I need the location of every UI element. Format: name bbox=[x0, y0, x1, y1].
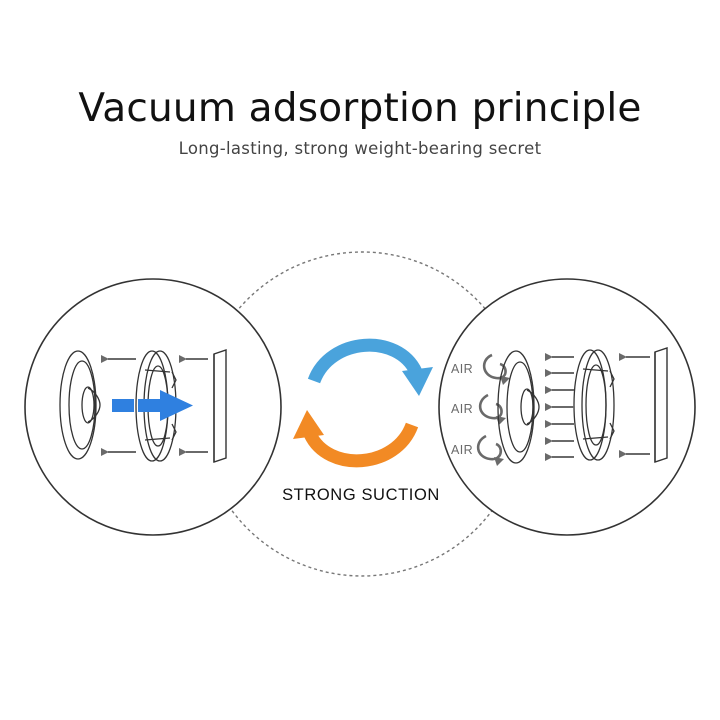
left-suction-cup-icon bbox=[59, 350, 101, 460]
orange-cycle-arrow bbox=[304, 422, 419, 468]
push-arrow bbox=[112, 390, 193, 421]
left-gray-arrows bbox=[101, 355, 208, 456]
air-label-3: AIR bbox=[451, 443, 473, 457]
right-panel-icon bbox=[654, 347, 668, 463]
right-suction-cup-icon bbox=[497, 350, 540, 464]
air-label-2: AIR bbox=[451, 402, 473, 416]
right-gray-arrows bbox=[545, 353, 650, 461]
page-subtitle: Long-lasting, strong weight-bearing secr… bbox=[178, 139, 542, 158]
air-label-1: AIR bbox=[451, 362, 473, 376]
cycle-arrows-icon bbox=[293, 338, 433, 468]
blue-cycle-arrow bbox=[307, 338, 422, 384]
air-labels: AIR AIR AIR bbox=[451, 362, 473, 457]
swirl-air-icon bbox=[476, 353, 507, 461]
left-panel-icon bbox=[213, 349, 227, 463]
right-ring-icon bbox=[573, 349, 615, 461]
strong-suction-label: STRONG SUCTION bbox=[282, 486, 440, 504]
page-title: Vacuum adsorption principle bbox=[78, 86, 642, 131]
